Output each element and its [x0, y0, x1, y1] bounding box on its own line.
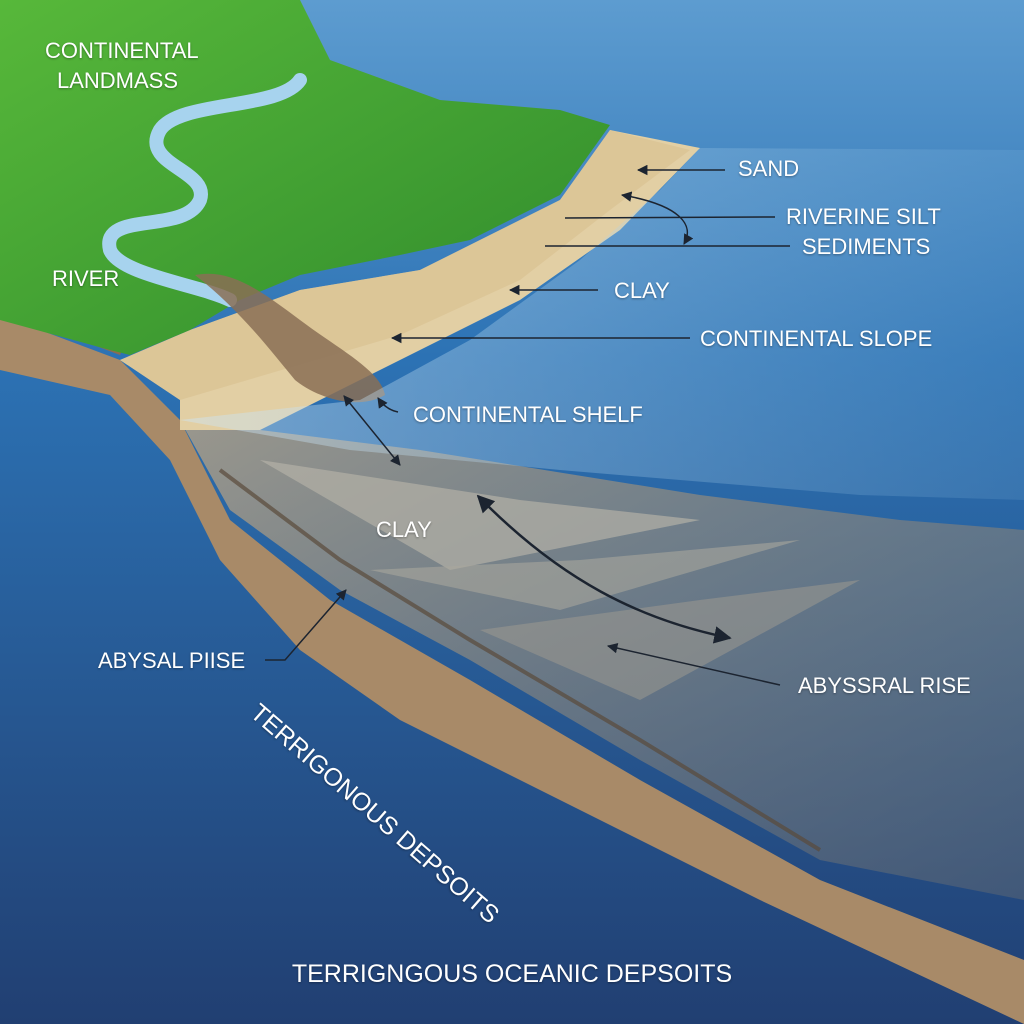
label-continental-shelf: CONTINENTAL SHELF [413, 402, 643, 427]
shelf-depth-arrow [343, 395, 401, 466]
abysal-piise-pointer [265, 589, 347, 661]
label-clay-lower: CLAY [376, 517, 432, 542]
label-continental-landmass-line1: CONTINENTAL [45, 38, 199, 63]
label-continental-slope: CONTINENTAL SLOPE [700, 326, 933, 351]
shelf-pointer [377, 397, 399, 413]
label-sediments: SEDIMENTS [802, 234, 931, 259]
layer-boundary [218, 468, 822, 852]
continental-landmass [0, 0, 610, 355]
label-river: RIVER [52, 266, 120, 291]
silt-plume [195, 273, 385, 403]
abyssal-rise-arrow [476, 494, 732, 644]
terrigenous-deposit-layer [0, 315, 1024, 1024]
label-abysal-piise: ABYSAL PIISE [98, 648, 246, 673]
abyssral-rise-pointer [606, 642, 781, 686]
silt-curved-arrow [620, 191, 694, 245]
diagram-title: TERRIGNGOUS OCEANIC DEPSOITS [291, 960, 733, 988]
label-continental-landmass-line2: LANDMASS [57, 68, 179, 93]
label-clay-upper: CLAY [614, 278, 670, 303]
river [102, 73, 307, 307]
riverine-silt-pointer [564, 216, 776, 219]
label-sand: SAND [738, 156, 800, 181]
label-abyssral-rise: ABYSSRAL RISE [798, 673, 971, 698]
label-riverine-silt: RIVERINE SILT [786, 204, 941, 229]
